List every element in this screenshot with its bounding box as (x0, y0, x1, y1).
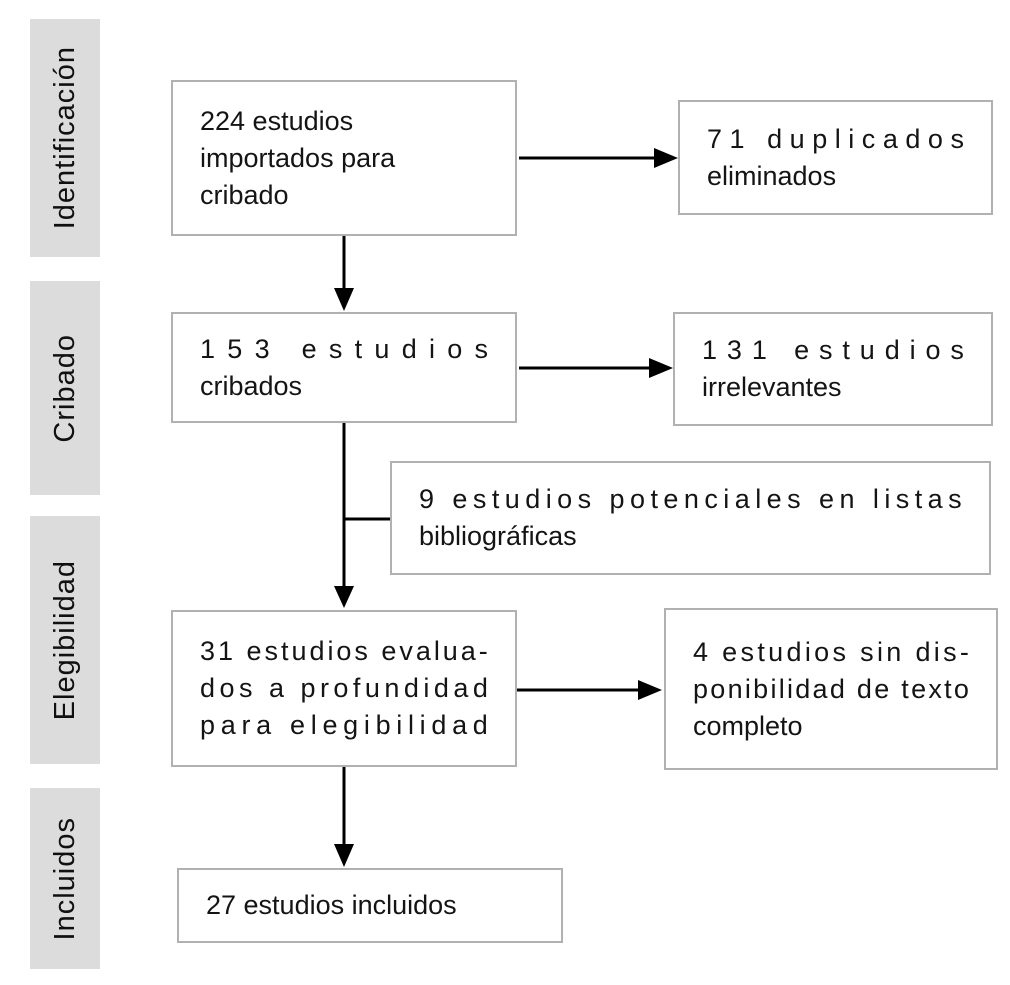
arrow-imported-to-screened (334, 236, 354, 311)
text-line: cribado (200, 179, 289, 210)
stage-band-eligibility: Elegibilidad (30, 516, 100, 764)
stage-label-eligibility: Elegibilidad (48, 559, 81, 721)
arrow-screened-to-irrelevant (519, 358, 673, 378)
text-line: completo (693, 710, 803, 741)
text-line: eliminados (707, 160, 837, 191)
text-line: cribados (200, 370, 303, 401)
arrow-imported-to-duplicates (519, 148, 678, 168)
text-line: bibliográficas (419, 521, 577, 551)
stage-label-included: Incluidos (48, 816, 81, 941)
arrow-eligibility-to-included (334, 767, 354, 867)
text-line: 224 estudios (200, 105, 354, 136)
stage-label-screening: Cribado (48, 333, 81, 443)
arrow-eligibility-to-no-fulltext (517, 680, 662, 700)
text-line: irrelevantes (702, 372, 842, 402)
stage-band-included: Incluidos (30, 788, 100, 969)
text-line: 27 estudios incluidos (206, 890, 457, 920)
box-imported-studies: 224 estudios importados para cribado (171, 80, 517, 236)
text-line: importados para (200, 142, 396, 173)
stage-label-identification: Identificación (48, 46, 81, 230)
box-studies-included: 27 estudios incluidos (177, 868, 563, 943)
stage-band-screening: Cribado (30, 281, 100, 495)
stage-band-identification: Identificación (30, 19, 100, 257)
connector-screened-to-eligibility (334, 423, 390, 608)
